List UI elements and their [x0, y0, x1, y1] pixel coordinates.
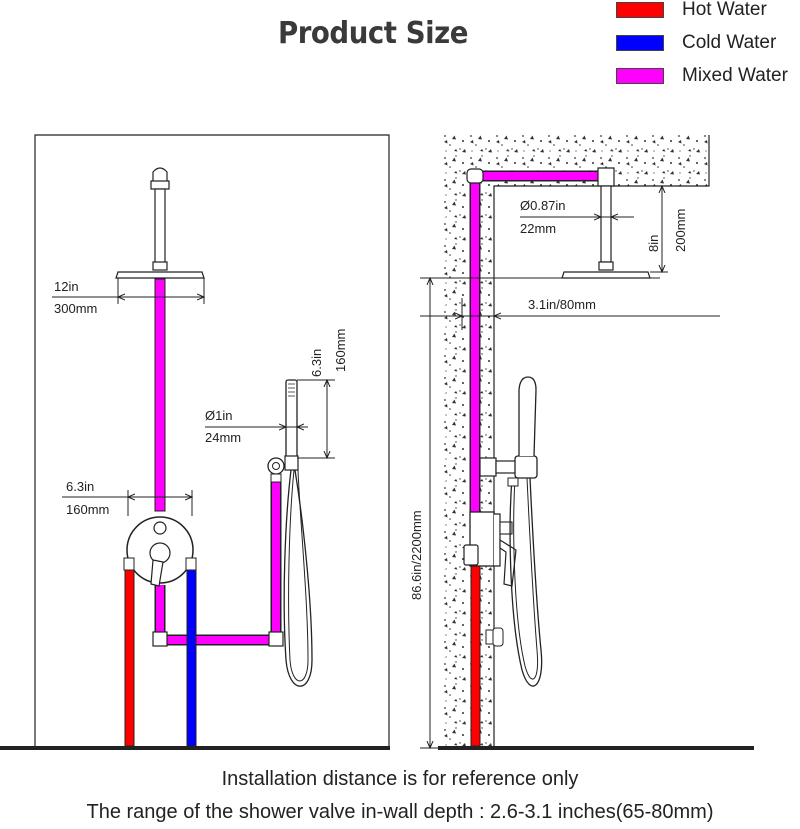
page-title: Product Size — [278, 16, 468, 51]
dim-head-width-mm: 300mm — [54, 301, 97, 316]
side-shower-arm — [600, 185, 612, 263]
side-hose-outlet — [492, 627, 504, 647]
dim-valve-width-mm: 160mm — [66, 502, 109, 517]
dim-handheld-height-mm: 160mm — [333, 329, 348, 372]
footer-valve-depth: The range of the shower valve in-wall de… — [86, 801, 714, 823]
cold-water-supply — [186, 569, 197, 747]
dim-arm-drop-in: 8in — [646, 235, 661, 252]
legend-label-mixed: Mixed Water — [682, 65, 788, 86]
mixed-water-handheld-line — [156, 480, 280, 644]
side-valve-handle — [499, 538, 517, 587]
side-hot-water-pipe — [470, 564, 481, 747]
valve-handle — [150, 559, 164, 587]
side-floor-line — [438, 746, 754, 750]
dim-arm-diameter-mm: 22mm — [520, 221, 556, 236]
side-view: Ø0.87in 22mm 8in 200mm 3.1in/80mm 86.6in… — [409, 135, 754, 750]
dim-handheld-height-in: 6.3in — [309, 349, 324, 377]
dim-total-height: 86.6in/2200mm — [409, 510, 424, 600]
dim-valve-width-in: 6.3in — [66, 479, 94, 494]
shower-hose — [283, 469, 313, 687]
mixed-water-riser — [154, 278, 166, 512]
side-rain-shower-head — [561, 271, 651, 279]
front-floor-line — [0, 746, 390, 750]
dim-handheld-diameter-mm: 24mm — [205, 430, 241, 445]
dim-arm-drop-mm: 200mm — [673, 209, 688, 252]
front-view: 12in 300mm Ø1in 24mm 6.3in 160mm 6.3in 1… — [0, 134, 390, 750]
dim-head-width-in: 12in — [54, 279, 79, 294]
legend-label-hot: Hot Water — [682, 0, 767, 20]
legend-swatch-cold — [616, 35, 664, 51]
side-shower-hose — [509, 477, 543, 687]
diverter-knob — [153, 521, 167, 535]
dim-arm-diameter-in: Ø0.87in — [520, 198, 566, 213]
hot-water-supply — [124, 569, 135, 747]
legend-swatch-mixed — [616, 68, 664, 84]
footer-note: Installation distance is for reference o… — [221, 768, 579, 790]
dim-head-offset: 3.1in/80mm — [528, 297, 596, 312]
legend-swatch-hot — [616, 2, 664, 18]
dim-handheld-diameter-in: Ø1in — [205, 408, 232, 423]
ceiling-flange — [152, 167, 168, 183]
side-handheld-shower — [518, 376, 537, 457]
legend-label-cold: Cold Water — [682, 32, 777, 53]
front-wall-outline — [34, 134, 390, 748]
shower-arm — [154, 188, 166, 264]
rain-shower-head — [115, 271, 205, 279]
